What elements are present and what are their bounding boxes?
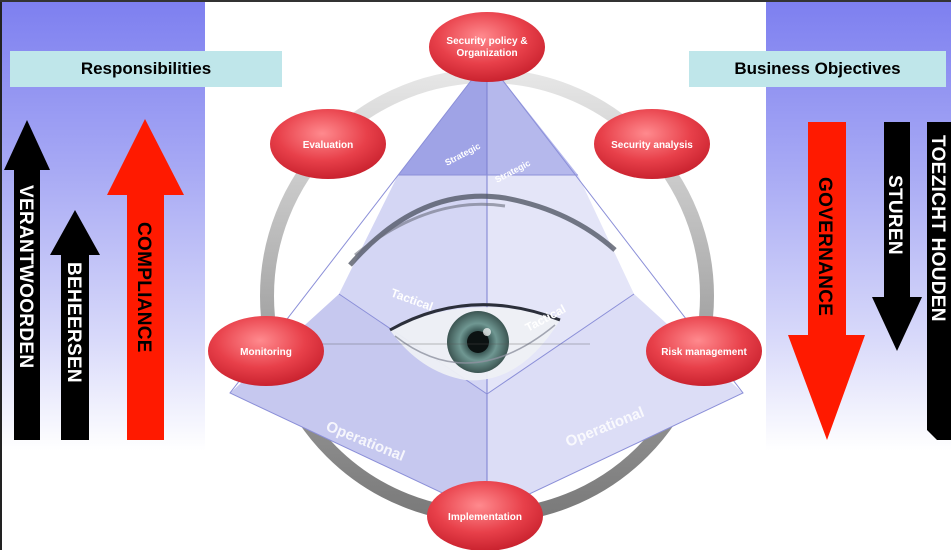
node-evaluation: Evaluation xyxy=(270,109,386,179)
node-security-policy-line1: Security policy & xyxy=(446,36,527,47)
node-implementation-label: Implementation xyxy=(448,512,522,523)
arrow-verantwoorden xyxy=(4,120,50,440)
arrow-beheersen-label: BEHEERSEN xyxy=(63,262,84,383)
arrow-governance xyxy=(788,122,865,440)
eye-image xyxy=(320,193,617,381)
arrow-toezicht-houden-label: TOEZICHT HOUDEN xyxy=(927,135,948,322)
arrow-compliance xyxy=(107,119,184,440)
arrow-verantwoorden-label: VERANTWOORDEN xyxy=(15,185,36,368)
pyramid-strategic-right xyxy=(487,60,578,175)
node-security-policy-line2: Organization xyxy=(456,48,517,59)
top-border xyxy=(0,0,951,2)
arrow-toezicht-houden xyxy=(927,122,951,440)
node-risk-management-label: Risk management xyxy=(661,347,747,358)
right-side-panel xyxy=(766,0,951,550)
node-monitoring-label: Monitoring xyxy=(240,347,292,358)
arrow-sturen-label: STUREN xyxy=(884,175,905,255)
node-security-analysis: Security analysis xyxy=(594,109,710,179)
arrow-governance-label: GOVERNANCE xyxy=(814,177,835,316)
arrow-sturen xyxy=(872,122,922,351)
node-implementation: Implementation xyxy=(427,481,543,550)
business-objectives-label: Business Objectives xyxy=(689,51,946,87)
arrow-compliance-label: COMPLIANCE xyxy=(133,222,154,353)
responsibilities-label: Responsibilities xyxy=(10,51,282,87)
node-monitoring: Monitoring xyxy=(208,316,324,386)
node-security-policy: Security policy & Organization xyxy=(429,12,545,82)
node-security-analysis-label: Security analysis xyxy=(611,140,693,151)
arrow-beheersen xyxy=(50,210,100,440)
node-evaluation-label: Evaluation xyxy=(303,140,354,151)
node-risk-management: Risk management xyxy=(646,316,762,386)
